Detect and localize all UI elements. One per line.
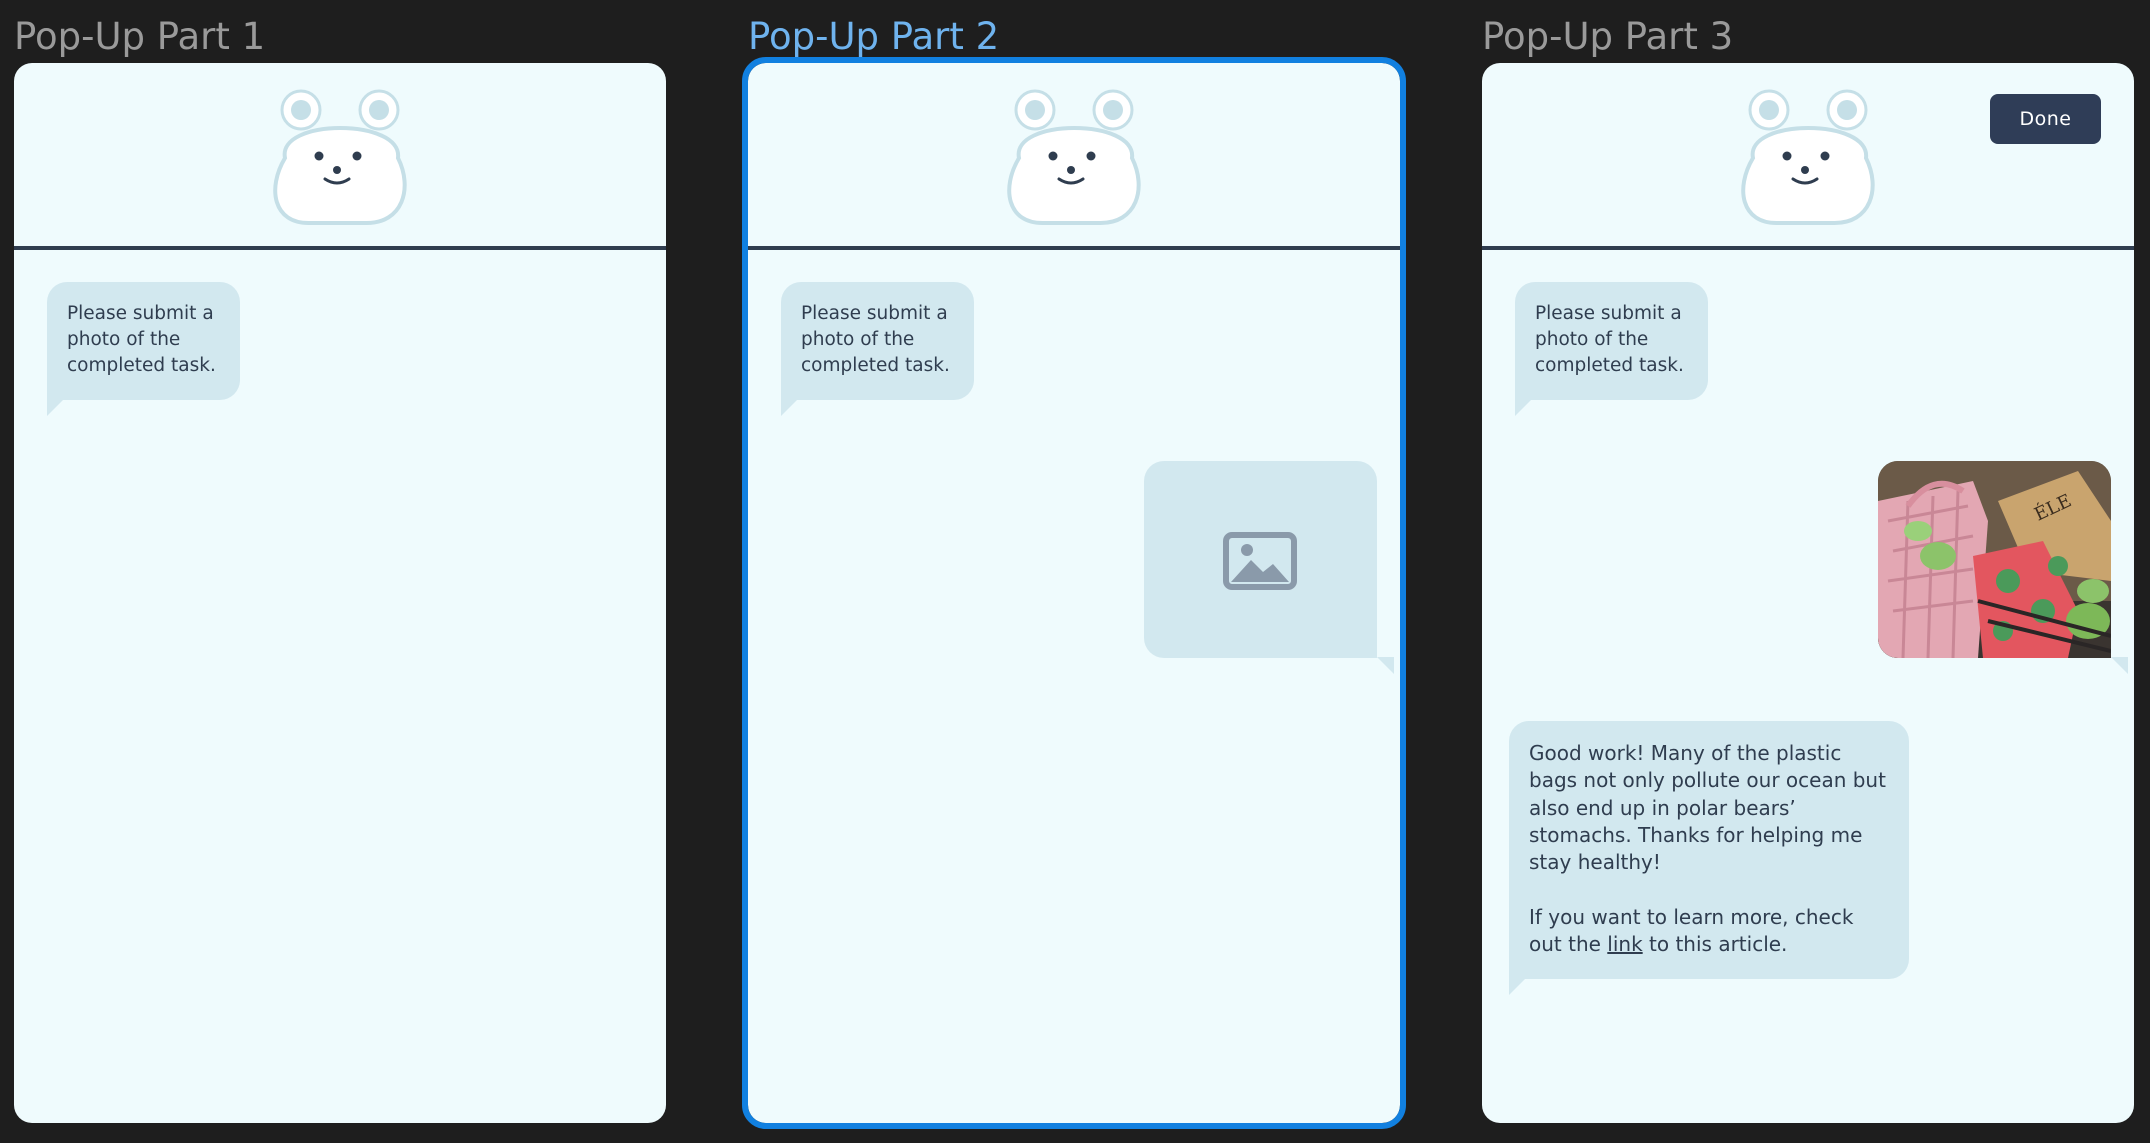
popup-frame-part-1[interactable]: Please submit a photo of the completed t…: [14, 63, 666, 1123]
prompt-bubble: Please submit a photo of the completed t…: [781, 282, 974, 416]
popup-header: [748, 63, 1400, 247]
article-link[interactable]: link: [1607, 932, 1643, 957]
prompt-text: Please submit a photo of the completed t…: [67, 303, 216, 376]
prompt-bubble: Please submit a photo of the completed t…: [47, 282, 240, 416]
submitted-photo-bubble[interactable]: ÉLE: [1878, 461, 2128, 674]
image-placeholder-icon: [1223, 532, 1297, 590]
polar-bear-icon: [1007, 89, 1141, 226]
bubble-tail: [1509, 978, 1526, 995]
prompt-text: Please submit a photo of the completed t…: [1535, 303, 1684, 376]
frame-title-part-1[interactable]: Pop-Up Part 1: [14, 15, 266, 58]
bubble-tail: [2111, 657, 2128, 674]
reply-text-after-link: to this article.: [1642, 932, 1788, 957]
bubble-tail: [1515, 399, 1532, 416]
popup-frame-part-2[interactable]: Please submit a photo of the completed t…: [742, 57, 1406, 1129]
image-upload-bubble[interactable]: [1144, 461, 1394, 674]
popup-header: [14, 63, 666, 247]
reply-paragraph-1: Good work! Many of the plastic bags not …: [1529, 741, 1886, 875]
popup-frame-part-3[interactable]: Done Please submit a photo of the comple…: [1482, 63, 2134, 1123]
reply-bubble: Good work! Many of the plastic bags not …: [1509, 721, 1909, 995]
reply-text-before-link: If you want to learn more, check out the: [1529, 904, 1854, 957]
popup-header: Done: [1482, 63, 2134, 247]
shopping-bags-photo: ÉLE: [1878, 461, 2111, 658]
reply-paragraph-2: If you want to learn more, check out the…: [1529, 904, 1889, 959]
header-divider: [14, 246, 666, 250]
done-button[interactable]: Done: [1990, 94, 2101, 144]
bubble-tail: [47, 399, 64, 416]
header-divider: [1482, 246, 2134, 250]
polar-bear-icon: [273, 89, 407, 226]
bubble-tail: [1377, 657, 1394, 674]
prompt-text: Please submit a photo of the completed t…: [801, 303, 950, 376]
polar-bear-icon: [1741, 89, 1875, 226]
frame-title-part-3[interactable]: Pop-Up Part 3: [1482, 15, 1734, 58]
submitted-photo[interactable]: ÉLE: [1878, 461, 2111, 658]
header-divider: [748, 246, 1400, 250]
frame-title-part-2[interactable]: Pop-Up Part 2: [748, 15, 1000, 58]
prompt-bubble: Please submit a photo of the completed t…: [1515, 282, 1708, 416]
bubble-tail: [781, 399, 798, 416]
